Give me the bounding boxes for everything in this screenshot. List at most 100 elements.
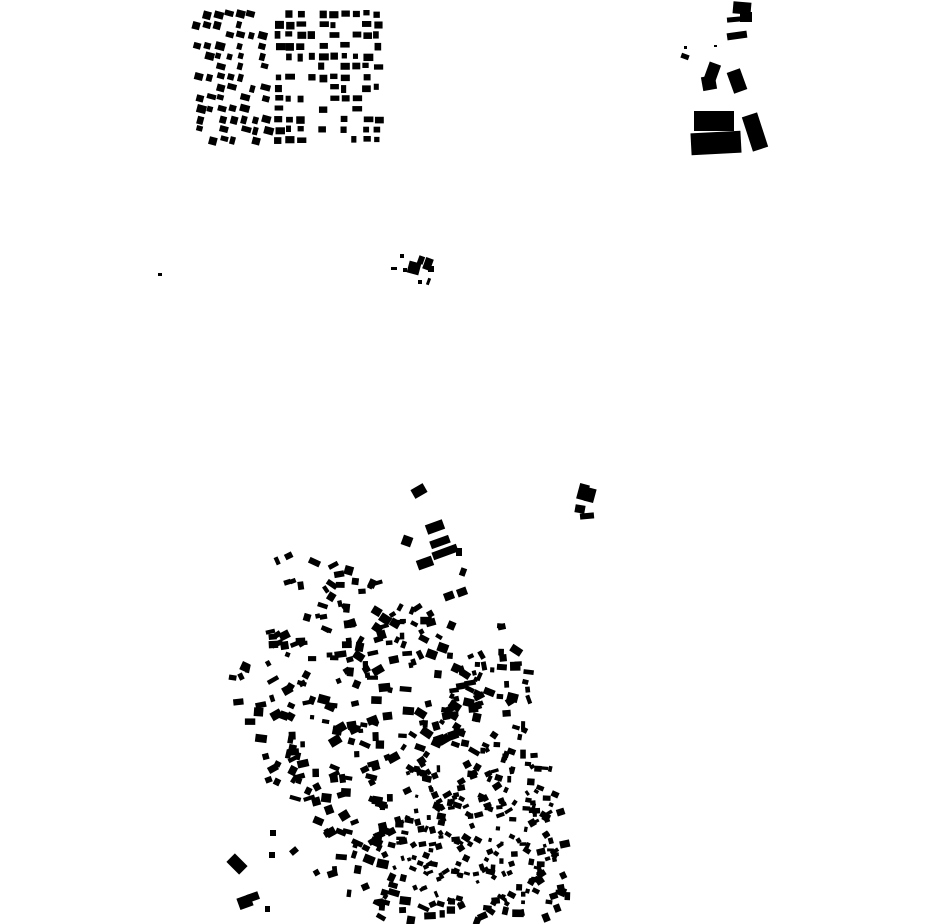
building — [490, 864, 496, 871]
building — [684, 46, 687, 49]
building — [486, 848, 494, 856]
building — [385, 826, 397, 837]
building — [318, 62, 325, 70]
building — [549, 847, 560, 856]
building — [531, 818, 540, 825]
building — [400, 640, 408, 649]
building — [439, 910, 445, 918]
building — [547, 765, 553, 773]
building — [387, 841, 396, 849]
building — [363, 126, 370, 133]
building — [362, 62, 369, 68]
building — [473, 835, 483, 844]
building — [416, 255, 426, 265]
building — [423, 825, 429, 833]
building — [417, 825, 426, 833]
building — [438, 718, 446, 726]
building — [387, 686, 393, 694]
building — [522, 846, 532, 855]
building — [275, 127, 285, 135]
building — [274, 105, 284, 111]
building — [536, 847, 546, 856]
building — [297, 95, 304, 103]
building — [220, 135, 229, 143]
building — [373, 83, 379, 90]
building — [503, 786, 509, 794]
building — [341, 95, 350, 102]
building — [319, 21, 329, 28]
building — [555, 889, 562, 895]
building — [352, 10, 360, 18]
building — [502, 750, 510, 759]
building — [410, 483, 428, 499]
building — [496, 693, 504, 700]
building — [510, 851, 518, 857]
building — [289, 794, 302, 802]
building — [226, 853, 248, 875]
building — [471, 768, 479, 777]
building — [239, 93, 251, 102]
building — [269, 708, 284, 722]
building — [318, 106, 328, 113]
building — [452, 791, 460, 798]
building — [261, 94, 271, 103]
building — [235, 30, 246, 39]
building — [424, 519, 446, 535]
building — [483, 856, 490, 863]
building — [248, 84, 256, 94]
building — [351, 679, 362, 690]
building — [251, 126, 259, 136]
building — [465, 685, 475, 694]
building — [264, 659, 272, 668]
building — [308, 52, 315, 60]
building — [417, 903, 430, 913]
building — [399, 685, 412, 693]
building — [285, 125, 291, 133]
building — [319, 613, 328, 620]
building — [400, 534, 414, 548]
building — [534, 875, 545, 886]
building — [362, 661, 369, 669]
building — [340, 126, 347, 133]
building — [524, 888, 531, 894]
building — [680, 52, 690, 61]
building — [428, 841, 437, 847]
building — [473, 676, 479, 683]
building — [380, 888, 389, 897]
building — [265, 906, 270, 912]
building — [425, 768, 432, 776]
building — [399, 632, 405, 640]
building — [395, 819, 405, 826]
building — [508, 833, 516, 840]
building — [399, 907, 407, 914]
building — [435, 633, 443, 641]
building — [365, 772, 378, 782]
building — [362, 85, 371, 93]
building — [278, 629, 291, 642]
building — [432, 733, 445, 743]
building — [375, 740, 385, 749]
building — [528, 877, 535, 884]
building — [286, 21, 295, 30]
building — [471, 716, 479, 723]
building — [418, 628, 425, 635]
building — [263, 125, 275, 136]
building — [415, 649, 425, 660]
building — [303, 786, 313, 796]
building — [335, 677, 342, 685]
building — [328, 702, 338, 709]
building — [275, 94, 284, 101]
building — [236, 62, 244, 71]
building — [240, 125, 252, 134]
building — [490, 899, 498, 907]
building — [274, 31, 281, 39]
building — [700, 74, 718, 92]
building — [214, 41, 226, 52]
building — [551, 856, 558, 863]
building — [532, 811, 537, 817]
building — [525, 686, 531, 693]
building — [217, 104, 227, 113]
building — [415, 555, 435, 571]
building — [289, 846, 299, 856]
building — [228, 674, 237, 681]
